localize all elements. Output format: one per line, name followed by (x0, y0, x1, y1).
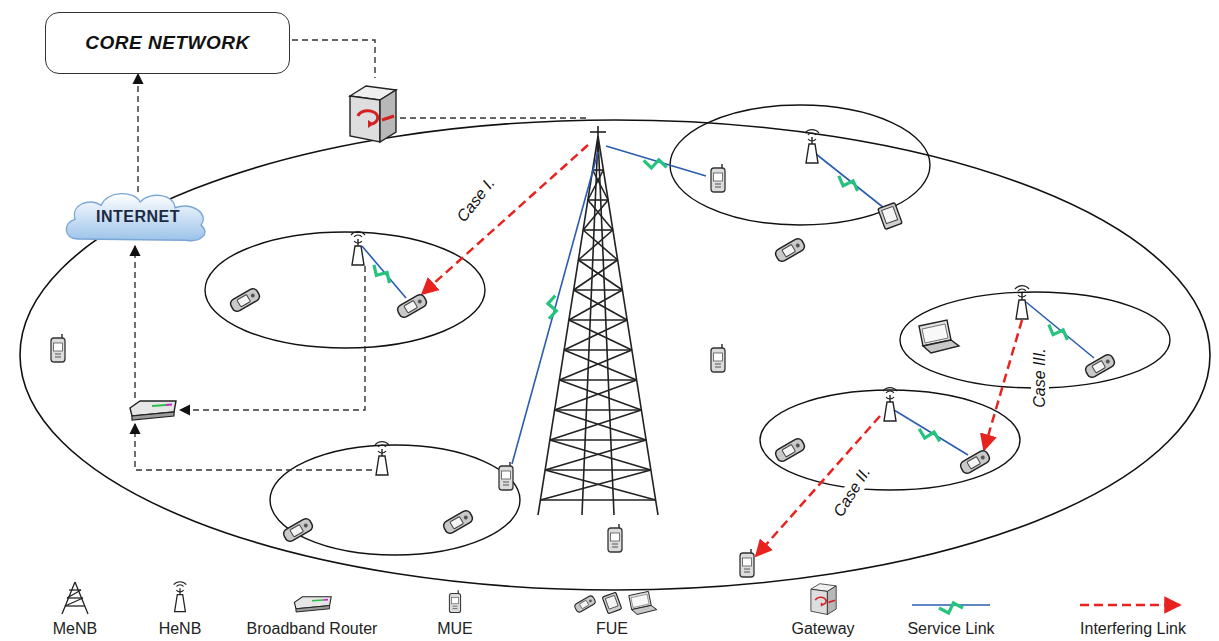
legend-label: Interfering Link (1080, 620, 1186, 638)
legend-label: MeNB (53, 620, 97, 638)
internet-cloud: INTERNET (62, 188, 214, 246)
legend-label: MUE (437, 620, 473, 638)
legend-label: HeNB (159, 620, 202, 638)
core-network-box: CORE NETWORK (45, 12, 290, 74)
dashed-arrow (137, 74, 138, 192)
box-label: CORE NETWORK (85, 32, 249, 54)
case-label: Case I. (452, 173, 500, 227)
legend-label: Service Link (907, 620, 994, 638)
cloud-label: INTERNET (96, 208, 180, 226)
legend-label: FUE (596, 620, 628, 638)
legend-label: Broadband Router (247, 620, 378, 638)
case-label: Case III. (1031, 346, 1049, 410)
case-label: Case II. (829, 462, 876, 522)
legend-label: Gateway (791, 620, 854, 638)
